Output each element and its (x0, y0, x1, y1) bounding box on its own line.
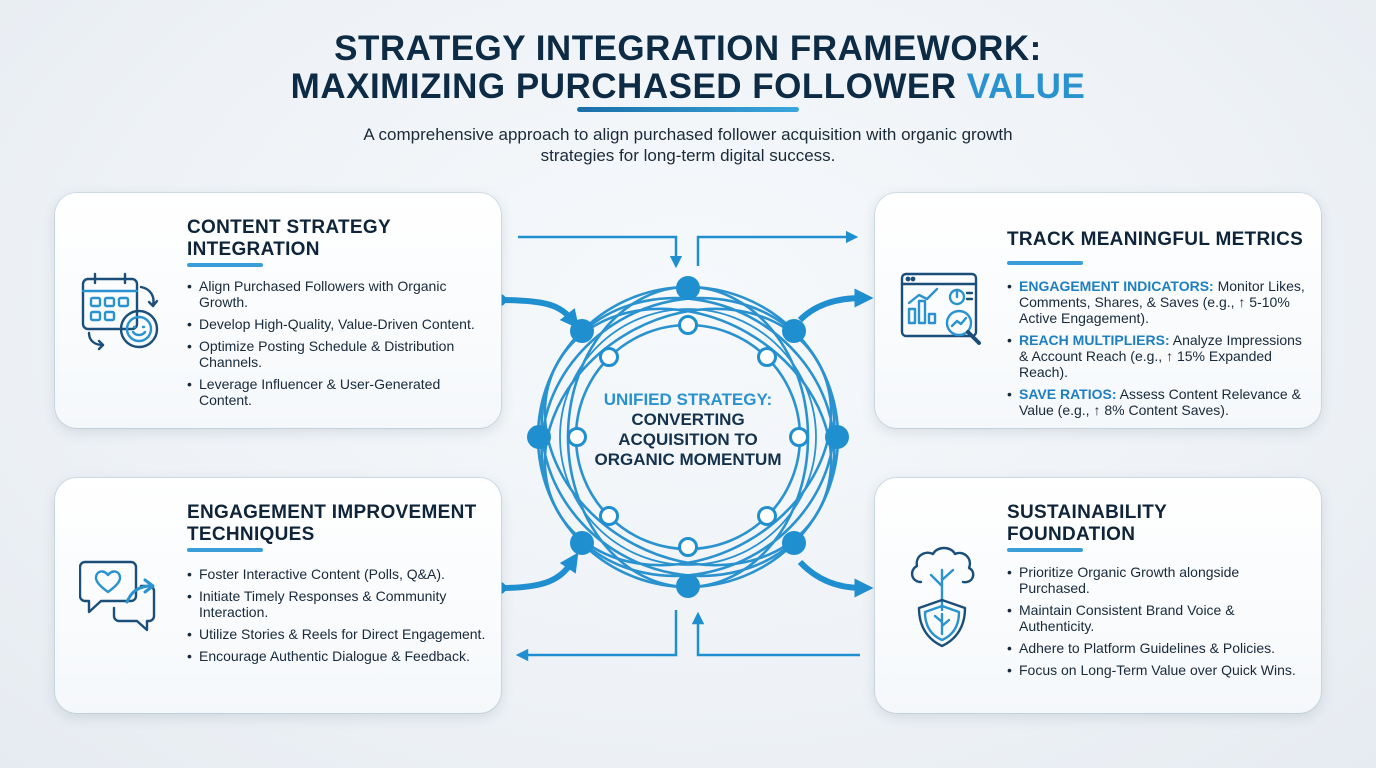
list-item: Optimize Posting Schedule & Distribution… (187, 338, 487, 370)
metric-keyword: REACH MULTIPLIERS: (1019, 332, 1170, 348)
card-title: SUSTAINABILITY FOUNDATION (1007, 502, 1167, 545)
metric-text: Monitor Likes, Comments, Shares, & Saves… (1019, 278, 1305, 326)
list-item: REACH MULTIPLIERS: Analyze Impressions &… (1007, 332, 1312, 380)
node-hollow (599, 347, 619, 367)
title-line-2-accent: VALUE (966, 67, 1086, 106)
card-title: TRACK MEANINGFUL METRICS (1007, 229, 1304, 250)
card-content-strategy: CONTENT STRATEGY INTEGRATION Align Purch… (55, 193, 501, 428)
center-label: UNIFIED STRATEGY: CONVERTING ACQUISITION… (588, 390, 788, 470)
list-item: Adhere to Platform Guidelines & Policies… (1007, 640, 1312, 656)
card-title-underline (1007, 548, 1083, 552)
card-title: ENGAGEMENT IMPROVEMENT TECHNIQUES (187, 502, 477, 545)
list-item: Encourage Authentic Dialogue & Feedback. (187, 648, 487, 664)
metric-text: Analyze Impressions & Account Reach (e.g… (1019, 332, 1302, 380)
list-item: SAVE RATIOS: Assess Content Relevance & … (1007, 386, 1312, 418)
metric-text: Assess Content Relevance & Value (e.g., … (1019, 386, 1301, 418)
list-item: ENGAGEMENT INDICATORS: Monitor Likes, Co… (1007, 278, 1312, 326)
node-hollow (599, 506, 619, 526)
card-engagement-techniques: ENGAGEMENT IMPROVEMENT TECHNIQUES Foster… (55, 478, 501, 713)
node-hollow (789, 427, 809, 447)
metric-keyword: SAVE RATIOS: (1019, 386, 1117, 402)
center-label-line-2: CONVERTING ACQUISITION TO ORGANIC MOMENT… (594, 410, 782, 469)
node-hollow (757, 506, 777, 526)
content-strategy-list: Align Purchased Followers with Organic G… (187, 278, 487, 414)
list-item: Prioritize Organic Growth alongside Purc… (1007, 564, 1312, 596)
engagement-list: Foster Interactive Content (Polls, Q&A).… (187, 566, 487, 670)
card-title-underline (187, 548, 263, 552)
calendar-gear-icon (81, 272, 159, 351)
title-line-2-main: MAXIMIZING PURCHASED FOLLOWER (290, 67, 957, 106)
list-item: Maintain Consistent Brand Voice & Authen… (1007, 602, 1312, 634)
page-subtitle: A comprehensive approach to align purcha… (363, 125, 1013, 165)
node-hollow (567, 427, 587, 447)
list-item: Foster Interactive Content (Polls, Q&A). (187, 566, 487, 582)
card-title-underline (1007, 261, 1083, 265)
node-solid (527, 425, 551, 449)
title-line-1: STRATEGY INTEGRATION FRAMEWORK: (334, 29, 1042, 68)
list-item: Initiate Timely Responses & Community In… (187, 588, 487, 620)
node-hollow (678, 315, 698, 335)
card-sustainability-foundation: SUSTAINABILITY FOUNDATION Prioritize Org… (875, 478, 1321, 713)
analytics-magnifier-icon (900, 272, 981, 345)
list-item: Focus on Long-Term Value over Quick Wins… (1007, 662, 1312, 678)
sustainability-list: Prioritize Organic Growth alongside Purc… (1007, 564, 1312, 684)
list-item: Leverage Influencer & User-Generated Con… (187, 376, 487, 408)
connector-arrow-top-left (518, 235, 683, 269)
node-solid (782, 319, 806, 343)
node-hollow (757, 347, 777, 367)
list-item: Develop High-Quality, Value-Driven Conte… (187, 316, 487, 332)
node-solid (570, 319, 594, 343)
title-underline (577, 107, 799, 112)
chat-heart-icon (79, 560, 156, 632)
metric-keyword: ENGAGEMENT INDICATORS: (1019, 278, 1214, 294)
center-label-line-1: UNIFIED STRATEGY: (603, 390, 773, 409)
list-item: Utilize Stories & Reels for Direct Engag… (187, 626, 487, 642)
flow-arrow-content-in (499, 297, 580, 329)
title-line-2: MAXIMIZING PURCHASED FOLLOWER VALUE (0, 68, 1376, 106)
connector-arrow-bottom-right (691, 611, 860, 657)
card-title-underline (187, 263, 263, 267)
tree-shield-icon (910, 546, 975, 648)
page-title: STRATEGY INTEGRATION FRAMEWORK: MAXIMIZI… (0, 30, 1376, 106)
list-item: Align Purchased Followers with Organic G… (187, 278, 487, 310)
card-title: CONTENT STRATEGY INTEGRATION (187, 217, 391, 260)
card-track-metrics: TRACK MEANINGFUL METRICS ENGAGEMENT INDI… (875, 193, 1321, 428)
flow-arrow-engagement-in (499, 552, 579, 591)
node-hollow (678, 537, 698, 557)
flow-arrow-metrics-out (797, 288, 874, 323)
ring-nodes (527, 276, 849, 598)
flow-arrow-sustainability-out (797, 559, 874, 598)
node-solid (825, 425, 849, 449)
connector-arrow-bottom-left (515, 610, 678, 662)
metrics-list: ENGAGEMENT INDICATORS: Monitor Likes, Co… (1007, 278, 1312, 424)
node-solid (676, 276, 700, 300)
node-solid (782, 531, 806, 555)
connector-arrow-top-right (696, 230, 859, 266)
node-solid (570, 531, 594, 555)
node-solid (676, 574, 700, 598)
